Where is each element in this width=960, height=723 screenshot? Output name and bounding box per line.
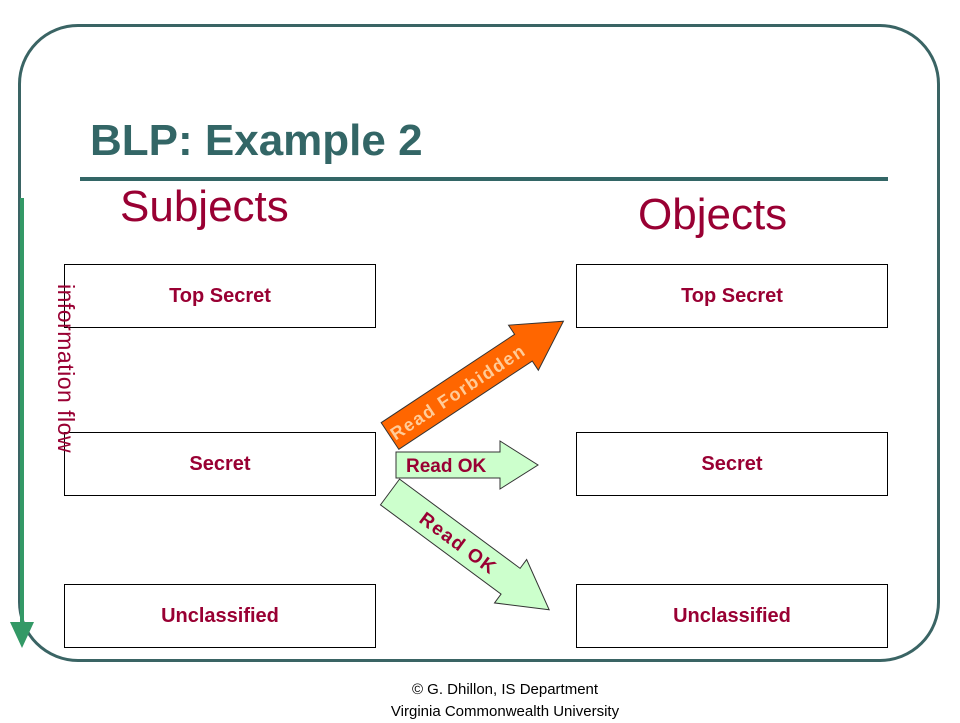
subjects-heading: Subjects — [120, 182, 289, 231]
subject-label: Secret — [189, 452, 251, 475]
information-flow-label: information flow — [53, 284, 79, 454]
object-label: Secret — [701, 452, 763, 475]
footer: © G. Dhillon, IS Department Virginia Com… — [340, 679, 670, 723]
object-box-unclassified: Unclassified — [576, 584, 888, 648]
footer-line-2: Virginia Commonwealth University — [390, 703, 620, 720]
subject-label: Top Secret — [169, 284, 271, 307]
title-underline — [80, 177, 888, 181]
read-ok-down-arrow: Read OK — [379, 478, 550, 611]
subject-box-unclassified: Unclassified — [64, 584, 376, 648]
object-box-secret: Secret — [576, 432, 888, 496]
object-box-top-secret: Top Secret — [576, 264, 888, 328]
read-forbidden-arrow: Read Forbidden — [380, 320, 565, 451]
objects-heading: Objects — [638, 190, 788, 239]
subject-label: Unclassified — [161, 604, 279, 627]
object-label: Unclassified — [673, 604, 791, 627]
subject-box-secret: Secret — [64, 432, 376, 496]
object-label: Top Secret — [681, 284, 783, 307]
footer-line-1: © G. Dhillon, IS Department — [411, 681, 599, 698]
read-ok-across-arrow: Read OK — [395, 440, 539, 490]
read-ok-across-label: Read OK — [406, 456, 487, 477]
slide-frame — [18, 24, 940, 662]
information-flow-arrow — [10, 198, 34, 648]
subject-box-top-secret: Top Secret — [64, 264, 376, 328]
slide-title: BLP: Example 2 — [90, 116, 423, 165]
read-forbidden-label: Read Forbidden — [387, 340, 530, 444]
